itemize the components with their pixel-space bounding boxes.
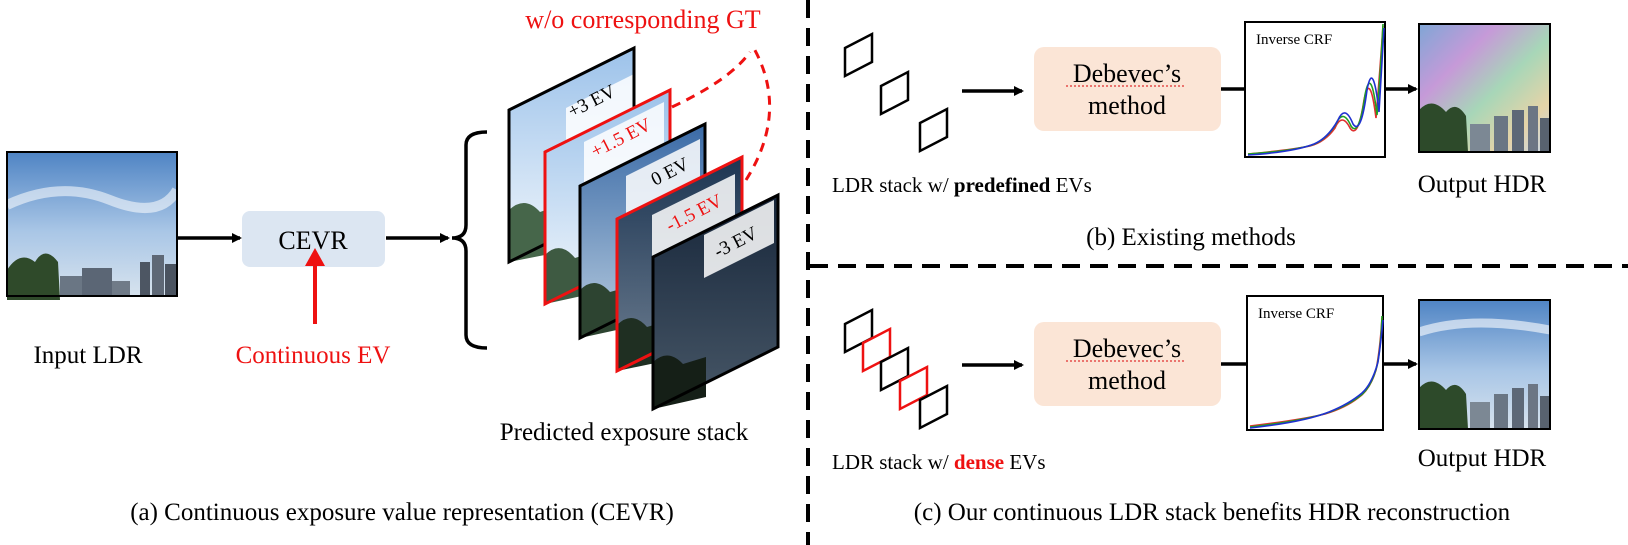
crf-label-b: Inverse CRF	[1256, 32, 1332, 48]
ldr-stack-dense	[843, 307, 949, 431]
method-label-b: method	[1088, 91, 1166, 120]
input-ldr-label: Input LDR	[33, 342, 142, 369]
caption-c: (c) Our continuous LDR stack benefits HD…	[914, 499, 1511, 526]
output-hdr-label-c: Output HDR	[1418, 445, 1547, 472]
stack-label: Predicted exposure stack	[500, 419, 749, 446]
cevr-box	[242, 211, 385, 267]
method-label-c: method	[1088, 366, 1166, 395]
caption-b: (b) Existing methods	[1086, 224, 1296, 251]
cevr-label: CEVR	[278, 226, 348, 255]
crf-curve-blue-b	[1247, 27, 1385, 156]
ldr-stack-dense-label: LDR stack w/ dense EVs	[832, 450, 1046, 474]
debevec-box-c	[1034, 322, 1221, 406]
crf-plot-b	[1244, 21, 1386, 158]
continuous-ev-label: Continuous EV	[236, 342, 391, 369]
gt-callout-bottom	[744, 44, 772, 181]
debevec-box-b	[1034, 47, 1221, 131]
gt-callout-top	[671, 51, 752, 109]
debevec-label-c: Debevec’s	[1073, 334, 1181, 363]
ev-input-arrowhead	[305, 248, 325, 266]
exposure-frame-minus3	[651, 192, 780, 412]
caption-a: (a) Continuous exposure value representa…	[130, 499, 674, 526]
crf-curve-blue-c	[1249, 319, 1384, 429]
gt-note: w/o corresponding GT	[525, 5, 761, 34]
crf-label-c: Inverse CRF	[1258, 306, 1334, 322]
stack-brace	[451, 130, 488, 350]
ldr-stack-predefined	[843, 31, 949, 154]
input-ldr-image	[4, 151, 182, 300]
output-hdr-image-c	[1417, 299, 1551, 430]
debevec-label-b: Debevec’s	[1073, 59, 1181, 88]
ldr-stack-predefined-label: LDR stack w/ predefined EVs	[832, 173, 1092, 197]
output-hdr-image-b	[1418, 23, 1551, 153]
output-hdr-label-b: Output HDR	[1418, 171, 1547, 198]
